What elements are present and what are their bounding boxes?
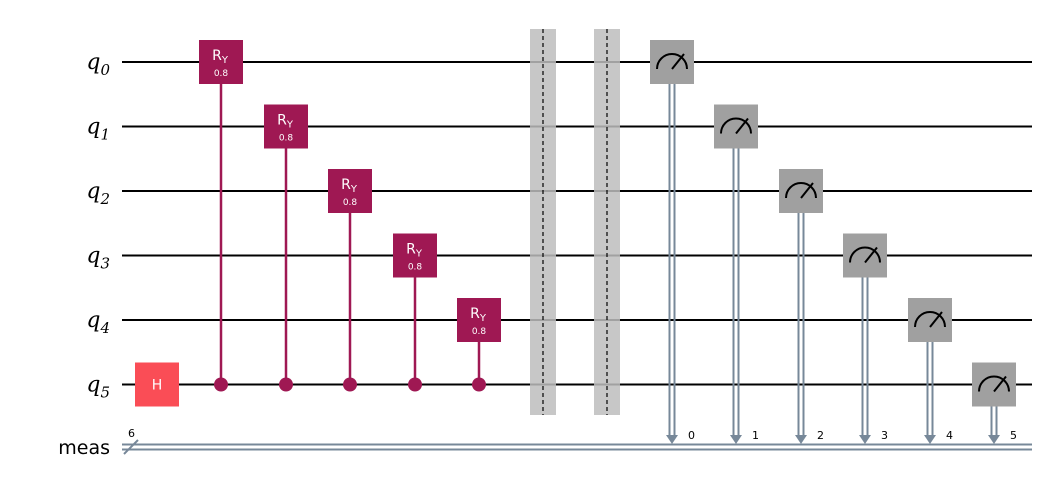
qubit-label-index: 0	[100, 61, 110, 79]
meas-bit-index: 3	[881, 429, 888, 442]
qubit-label: q1	[86, 115, 110, 144]
meas-arrow-icon	[859, 435, 871, 444]
ry-gate-label-main: R	[277, 113, 287, 129]
meter-needle-icon	[671, 53, 685, 70]
control-dot	[472, 377, 486, 392]
qubit-label-name: q	[86, 308, 100, 333]
ry-gate-param: 0.8	[472, 327, 487, 337]
meter-arc-icon	[785, 182, 817, 199]
qubit-label-index: 3	[100, 255, 110, 273]
qubit-label-name: q	[86, 179, 100, 204]
meas-bit-index: 5	[1010, 429, 1017, 442]
qubit-label: q4	[86, 308, 110, 337]
qubit-label: q3	[86, 244, 110, 273]
meas-bit-index: 1	[752, 429, 759, 442]
ry-gate-label-sub: Y	[479, 313, 487, 324]
wires-layer	[122, 61, 1032, 455]
ry-gate-label: RY	[277, 113, 294, 131]
measure-gate	[908, 298, 952, 342]
qubit-label-name: q	[86, 244, 100, 269]
ry-gate	[393, 233, 437, 278]
meas-arrow-icon	[795, 435, 807, 444]
ry-gate-label-main: R	[341, 177, 351, 193]
ry-gate	[199, 40, 243, 84]
control-dot	[408, 377, 422, 392]
register-width: 6	[128, 427, 135, 440]
classical-label: meas	[58, 437, 110, 459]
meter-needle-icon	[864, 246, 878, 264]
meter-arc-icon	[849, 246, 881, 263]
qubit-label-index: 1	[100, 126, 110, 144]
ry-gate-param: 0.8	[214, 69, 229, 79]
ry-gate-label-sub: Y	[286, 120, 294, 131]
measurements-layer: 0 1 2 3 4 5	[650, 40, 1017, 444]
qubit-label: q2	[86, 179, 110, 208]
qubit-label: q5	[86, 373, 110, 402]
ry-gate-label-sub: Y	[350, 184, 358, 195]
measure-gate	[972, 362, 1016, 407]
register-slash-icon	[123, 439, 139, 455]
meas-bit-index: 2	[817, 429, 824, 442]
meter-arc-icon	[720, 117, 752, 134]
ry-gate-param: 0.8	[279, 134, 294, 144]
ry-gate-param: 0.8	[343, 198, 358, 208]
meter-arc-icon	[656, 53, 688, 70]
control-dot	[279, 377, 293, 392]
meas-bit-index: 4	[946, 429, 953, 442]
qubit-label-name: q	[86, 373, 100, 398]
ry-gate-param: 0.8	[408, 263, 423, 273]
ry-gate-label: RY	[406, 242, 423, 260]
meas-bit-index: 0	[688, 429, 695, 442]
ry-gate-label: RY	[470, 306, 487, 324]
meter-needle-icon	[800, 182, 814, 199]
qubit-label: q0	[86, 50, 110, 79]
qubit-label-name: q	[86, 115, 100, 140]
meas-arrow-icon	[988, 435, 1000, 444]
qubit-label-name: q	[86, 50, 100, 75]
ry-gate	[328, 169, 372, 213]
measure-gate	[779, 169, 823, 213]
ry-gate	[457, 298, 501, 342]
meter-needle-icon	[735, 117, 749, 135]
control-dot	[343, 377, 357, 392]
ry-gate-label: RY	[341, 177, 358, 195]
h-gate	[135, 362, 179, 407]
ry-gate	[264, 104, 308, 149]
meas-arrow-icon	[730, 435, 742, 444]
measure-gate	[714, 104, 758, 149]
meas-arrow-icon	[924, 435, 936, 444]
ry-gate-label-main: R	[212, 48, 222, 64]
ry-gate-label-sub: Y	[221, 55, 229, 66]
qubit-label-index: 4	[99, 319, 110, 337]
h-gate-label: H	[152, 378, 163, 394]
qubit-label-index: 2	[99, 190, 110, 208]
meter-needle-icon	[993, 375, 1007, 393]
meter-arc-icon	[914, 311, 946, 328]
ry-gate-label-main: R	[406, 242, 416, 258]
meter-arc-icon	[978, 375, 1010, 392]
barriers-layer	[530, 29, 620, 415]
meas-arrow-icon	[666, 435, 678, 444]
measure-gate	[843, 233, 887, 278]
measure-gate	[650, 40, 694, 84]
ry-gate-label-sub: Y	[415, 249, 423, 260]
qubit-label-index: 5	[100, 384, 110, 402]
control-dot	[214, 377, 228, 392]
ry-gate-label-main: R	[470, 306, 480, 322]
meter-needle-icon	[929, 311, 943, 328]
ry-gate-label: RY	[212, 48, 229, 66]
